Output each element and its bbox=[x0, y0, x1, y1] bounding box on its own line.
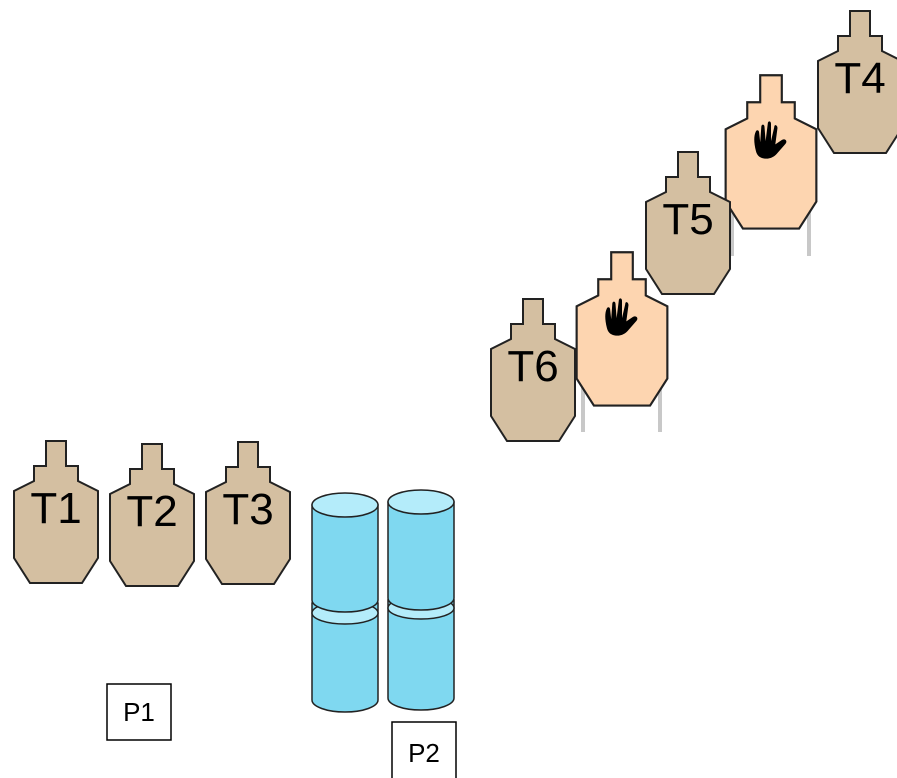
target-label: T1 bbox=[30, 484, 81, 533]
position-P2: P2 bbox=[391, 721, 457, 778]
target-T1: T1 bbox=[13, 440, 99, 584]
barrel bbox=[387, 489, 455, 611]
target-T5: T5 bbox=[645, 151, 731, 295]
barrel-stack-left bbox=[311, 492, 379, 713]
target-label: T6 bbox=[507, 342, 558, 391]
target-T2: T2 bbox=[109, 443, 195, 587]
target-label: T5 bbox=[662, 195, 713, 244]
barrel-stack-right bbox=[387, 489, 455, 711]
barrel bbox=[311, 601, 379, 713]
target-label: T4 bbox=[834, 54, 885, 103]
target-label: T3 bbox=[222, 485, 273, 534]
target-T3: T3 bbox=[205, 441, 291, 585]
position-P1: P1 bbox=[106, 683, 172, 741]
barrel bbox=[311, 492, 379, 613]
no-shoot-target bbox=[724, 74, 818, 230]
barrel bbox=[387, 596, 455, 711]
position-label: P2 bbox=[408, 738, 440, 768]
position-label: P1 bbox=[123, 697, 155, 727]
target-T6: T6 bbox=[490, 298, 576, 442]
target-T4: T4 bbox=[817, 10, 897, 154]
target-label: T2 bbox=[126, 487, 177, 536]
